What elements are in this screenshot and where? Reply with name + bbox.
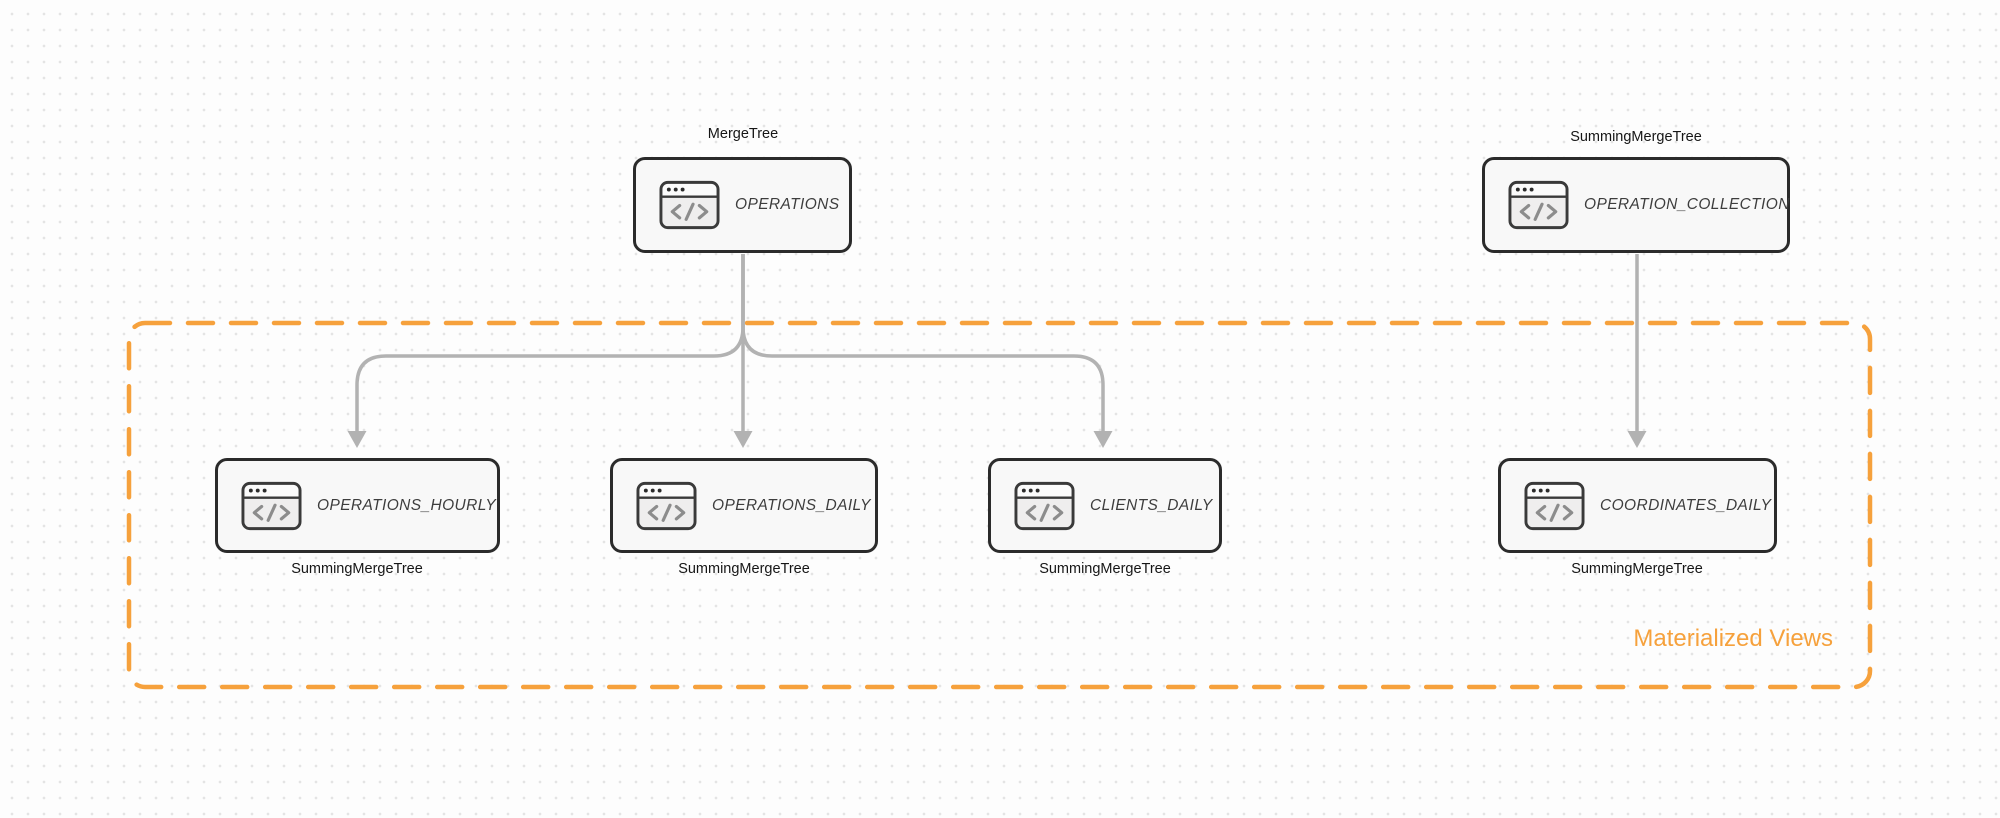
engine-label-coordinates-daily: SummingMergeTree: [1571, 561, 1703, 577]
engine-label-operations: MergeTree: [707, 126, 779, 142]
node-title: OPERATIONS_DAILY: [712, 496, 871, 514]
node-operations[interactable]: OPERATIONS: [633, 157, 852, 253]
code-window-icon: [1524, 481, 1585, 531]
materialized-views-label: Materialized Views: [1633, 625, 1833, 652]
node-title: COORDINATES_DAILY: [1600, 496, 1772, 514]
node-operations-daily[interactable]: OPERATIONS_DAILY: [610, 458, 878, 553]
code-window-icon: [1508, 180, 1569, 230]
engine-label-operations-daily: SummingMergeTree: [678, 561, 810, 577]
arrowhead-icon: [347, 431, 367, 448]
node-title: OPERATIONS_HOURLY: [317, 496, 497, 514]
arrowhead-icon: [733, 431, 753, 448]
arrowhead-icon: [1627, 431, 1647, 448]
node-clients-daily[interactable]: CLIENTS_DAILY: [988, 458, 1222, 553]
node-coordinates-daily[interactable]: COORDINATES_DAILY: [1498, 458, 1777, 553]
node-operation-collection[interactable]: OPERATION_COLLECTION: [1482, 157, 1790, 253]
edge-operations-to-operations-hourly[interactable]: [355, 254, 745, 433]
code-window-icon: [659, 180, 720, 230]
code-window-icon: [241, 481, 302, 531]
code-window-icon: [1014, 481, 1075, 531]
engine-label-operations-hourly: SummingMergeTree: [291, 561, 423, 577]
node-operations-hourly[interactable]: OPERATIONS_HOURLY: [215, 458, 500, 553]
arrowhead-icon: [1093, 431, 1113, 448]
node-title: CLIENTS_DAILY: [1090, 496, 1213, 514]
code-window-icon: [636, 481, 697, 531]
edge-operations-to-clients-daily[interactable]: [741, 254, 1105, 433]
engine-label-clients-daily: SummingMergeTree: [1039, 561, 1171, 577]
node-title: OPERATIONS: [735, 196, 840, 213]
node-title: OPERATION_COLLECTION: [1584, 196, 1790, 213]
engine-label-operation-collection: SummingMergeTree: [1570, 129, 1702, 145]
